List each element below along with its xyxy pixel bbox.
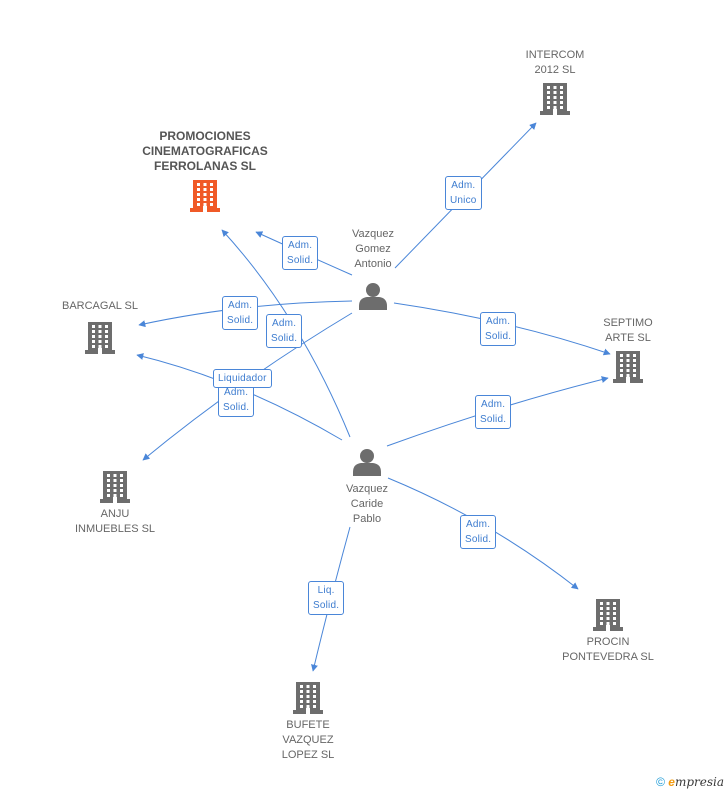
edge-label-antonio-promociones[interactable]: Adm. Solid. xyxy=(282,236,319,270)
person-label: Vazquez Caride Pablo xyxy=(346,483,388,525)
edge-label-pablo-bufete[interactable]: Liq. Solid. xyxy=(308,581,345,615)
company-node-intercom[interactable]: INTERCOM 2012 SL xyxy=(505,48,605,115)
company-label: ANJU INMUEBLES SL xyxy=(74,508,156,535)
edge-label-antonio-barcagal[interactable]: Adm. Solid. xyxy=(222,296,259,330)
edge-label-pablo-septimo[interactable]: Adm. Solid. xyxy=(475,395,512,429)
company-label: INTERCOM 2012 SL xyxy=(525,49,585,76)
copyright-icon: © xyxy=(656,775,665,789)
company-label: BARCAGAL SL xyxy=(61,300,138,312)
person-node-antonio[interactable]: Vazquez Gomez Antonio xyxy=(328,227,418,310)
person-node-pablo[interactable]: Vazquez Caride Pablo xyxy=(322,448,412,527)
company-node-promociones[interactable]: PROMOCIONES CINEMATOGRAFICAS FERROLANAS … xyxy=(130,129,280,212)
company-label: SEPTIMO ARTE SL xyxy=(603,317,653,344)
edge-label-pablo-procin[interactable]: Adm. Solid. xyxy=(460,515,497,549)
building-icon xyxy=(613,351,643,383)
building-icon xyxy=(540,83,570,115)
company-label: PROMOCIONES CINEMATOGRAFICAS FERROLANAS … xyxy=(142,129,268,173)
empresia-logo[interactable]: © empresia xyxy=(656,775,724,789)
edge-label-antonio-anju[interactable]: Liquidador xyxy=(213,369,272,388)
edge-label-pablo-barcagal[interactable]: Adm. Solid. xyxy=(218,383,255,417)
company-node-bufete[interactable]: BUFETE VAZQUEZ LOPEZ SL xyxy=(258,680,358,763)
person-icon xyxy=(359,283,387,310)
company-node-septimo[interactable]: SEPTIMO ARTE SL xyxy=(580,316,676,383)
company-label: PROCIN PONTEVEDRA SL xyxy=(562,636,654,663)
edge-label-pablo-promociones[interactable]: Adm. Solid. xyxy=(266,314,303,348)
brand-e: e xyxy=(668,775,675,789)
building-icon xyxy=(85,322,115,354)
company-node-barcagal[interactable]: BARCAGAL SL xyxy=(50,299,150,354)
edge-label-antonio-septimo[interactable]: Adm. Solid. xyxy=(480,312,517,346)
company-label: BUFETE VAZQUEZ LOPEZ SL xyxy=(281,719,335,761)
building-icon xyxy=(190,180,220,212)
company-node-anju[interactable]: ANJU INMUEBLES SL xyxy=(60,469,170,537)
company-node-procin[interactable]: PROCIN PONTEVEDRA SL xyxy=(552,597,664,665)
building-icon xyxy=(100,471,130,503)
edge-label-antonio-intercom[interactable]: Adm. Unico xyxy=(445,176,482,210)
person-label: Vazquez Gomez Antonio xyxy=(352,228,394,270)
building-icon xyxy=(593,599,623,631)
brand-name: mpresia xyxy=(674,775,724,789)
building-icon xyxy=(293,682,323,714)
person-icon xyxy=(353,449,381,476)
